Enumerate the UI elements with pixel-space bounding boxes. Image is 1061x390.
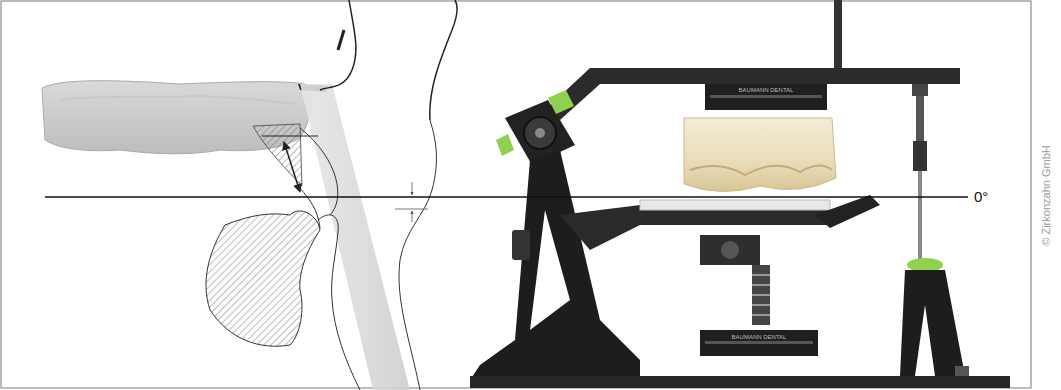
brand-label: BAUMANN DENTAL [732,334,787,340]
incisal-sketch [42,0,457,390]
copyright-watermark: © Zirkonzahn GmbH [1040,145,1051,245]
angle-label: 0° [974,189,988,204]
reference-line [45,196,968,198]
frame [1,1,1031,388]
brand-label: BAUMANN DENTAL [739,87,794,93]
articulator [470,0,1010,388]
